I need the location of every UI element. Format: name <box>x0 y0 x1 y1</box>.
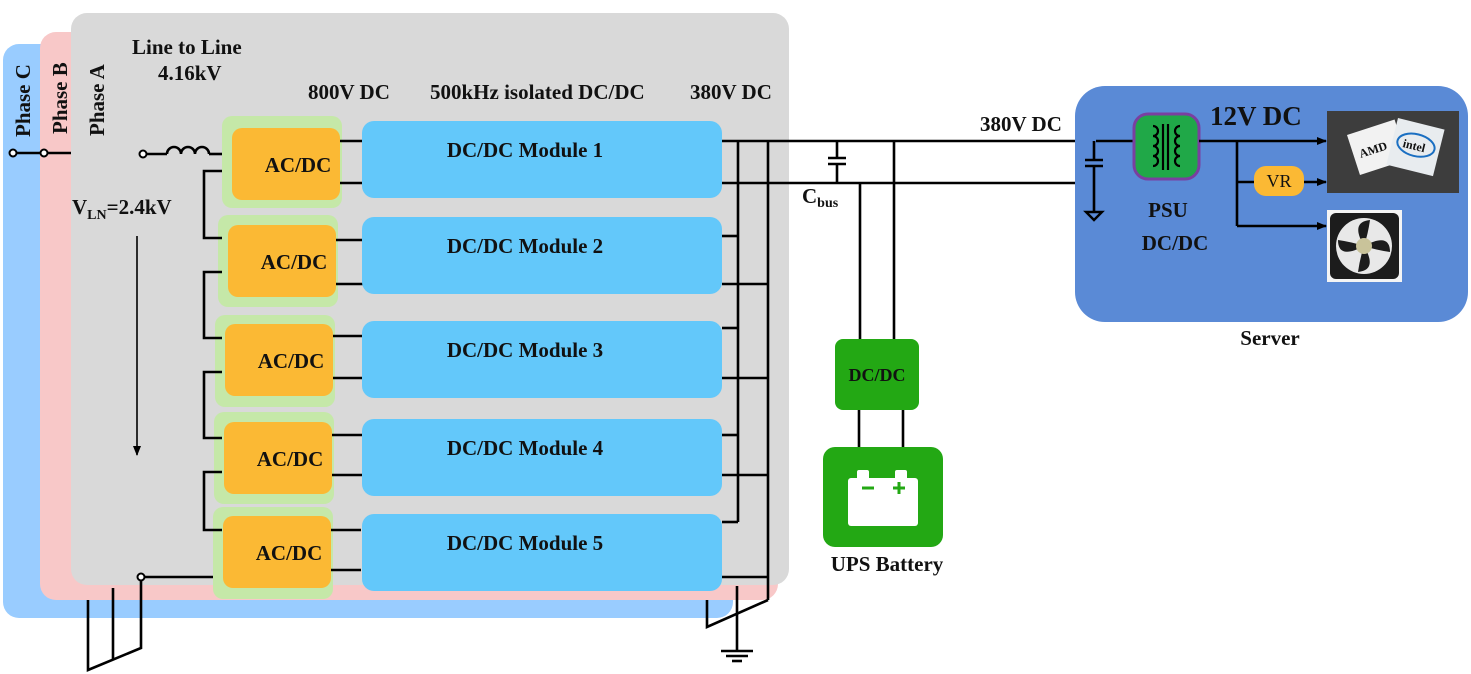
cbus-label: Cbus <box>802 184 839 211</box>
dcdc-module-5[interactable] <box>362 514 722 591</box>
fan-image <box>1327 210 1402 282</box>
psu-dcdc-label: DC/DC <box>1142 231 1209 255</box>
12v-distribution <box>1199 137 1327 230</box>
dcdc-module-label: DC/DC Module 3 <box>447 338 603 362</box>
dc-380-bus-label: 380V DC <box>980 112 1062 136</box>
dcdc-module-label: DC/DC Module 2 <box>447 234 603 258</box>
neutral-wye <box>86 580 143 672</box>
isolated-dcdc-label: 500kHz isolated DC/DC <box>430 80 645 104</box>
vr-label: VR <box>1266 171 1291 191</box>
transformer-icon <box>1152 124 1181 170</box>
server-input-cap <box>1083 139 1134 222</box>
dcdc-module-4[interactable] <box>362 419 722 496</box>
ups-dcdc-converter[interactable] <box>835 339 919 410</box>
line-to-line-label: Line to Line <box>132 35 242 59</box>
acdc-converter-2[interactable] <box>228 225 336 297</box>
dc-380-inside-label: 380V DC <box>690 80 772 104</box>
ups-battery-label: UPS Battery <box>831 552 944 576</box>
output-buses <box>705 139 1096 663</box>
dcdc-module-3[interactable] <box>362 321 722 398</box>
stage-5: AC/DC DC/DC Module 5 <box>213 507 722 599</box>
dcdc-module-1[interactable] <box>362 121 722 198</box>
phase-terminals <box>8 148 71 158</box>
phase-a-label: Phase A <box>85 63 109 136</box>
vr-block[interactable] <box>1254 166 1304 196</box>
dc-800-label: 800V DC <box>308 80 390 104</box>
stage-3: AC/DC DC/DC Module 3 <box>215 315 722 407</box>
stage-4: AC/DC DC/DC Module 4 <box>214 412 722 504</box>
vln-label: VLN=2.4kV <box>72 195 172 223</box>
psu-label: PSU <box>1148 198 1188 222</box>
acdc-converter-4[interactable] <box>224 422 332 494</box>
acdc-converter-5[interactable] <box>223 516 331 588</box>
series-links <box>136 169 222 582</box>
ups-dcdc-label: DC/DC <box>849 365 906 385</box>
input-inductor <box>138 145 222 159</box>
cbus-capacitor <box>828 141 846 183</box>
psu-transformer[interactable] <box>1132 112 1201 181</box>
phase-b-label: Phase B <box>48 62 72 134</box>
server-label: Server <box>1240 326 1299 350</box>
dcdc-module-label: DC/DC Module 4 <box>447 436 604 460</box>
stage-1: AC/DC DC/DC Module 1 <box>222 116 722 208</box>
battery-icon <box>848 470 918 526</box>
acdc-label: AC/DC <box>258 349 325 373</box>
acdc-label: AC/DC <box>261 250 328 274</box>
acdc-converter-3[interactable] <box>225 324 333 396</box>
dcdc-module-2[interactable] <box>362 217 722 294</box>
acdc-label: AC/DC <box>257 447 324 471</box>
stage-2: AC/DC DC/DC Module 2 <box>218 215 722 307</box>
cpu-image: AMD intel <box>1327 111 1459 193</box>
phase-c-label: Phase C <box>11 64 35 137</box>
dcdc-module-label: DC/DC Module 5 <box>447 531 603 555</box>
svg-text:intel: intel <box>1401 136 1427 155</box>
acdc-label: AC/DC <box>256 541 323 565</box>
line-voltage-label: 4.16kV <box>158 61 222 85</box>
dcdc-module-label: DC/DC Module 1 <box>447 138 603 162</box>
dc-12-label: 12V DC <box>1210 101 1302 131</box>
acdc-label: AC/DC <box>265 153 332 177</box>
acdc-converter-1[interactable] <box>232 128 340 200</box>
